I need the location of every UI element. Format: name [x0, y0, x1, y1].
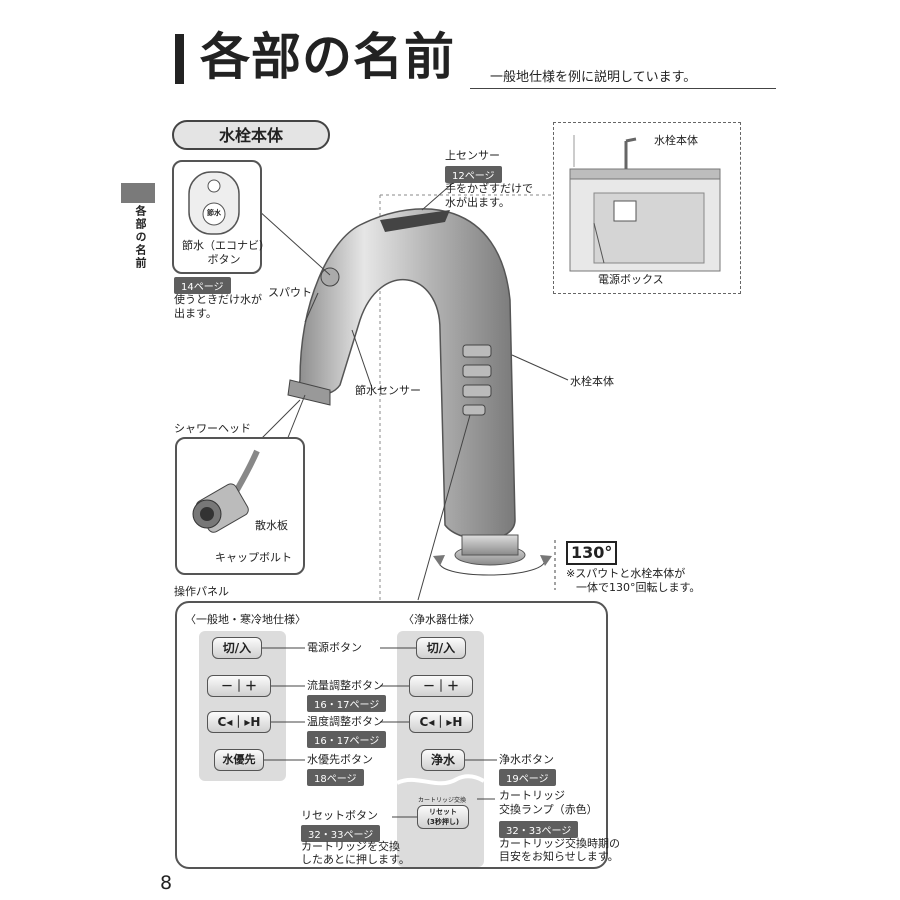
flow-page-ref: 16・17ページ — [307, 695, 387, 712]
cap-bolt-label: キャップボルト — [215, 551, 292, 564]
upper-sensor-page-ref: 12ページ — [445, 166, 502, 183]
cartridge-lamp-label-2: 交換ランプ（赤色） — [499, 803, 598, 816]
cartridge-desc-2: 目安をお知らせします。 — [499, 850, 619, 863]
title-divider — [470, 88, 776, 89]
shower-head-illustration — [192, 449, 260, 533]
eco-button-label-2: ボタン — [207, 253, 241, 266]
rotation-note-1: ※スパウトと水栓本体が — [566, 567, 686, 580]
right-spec-label: 〈浄水器仕様〉 — [403, 613, 480, 626]
installation-inset: 水栓本体 電源ボックス — [553, 122, 741, 294]
eco-button-label-1: 節水（エコナビ） — [182, 239, 270, 252]
panel-title: 操作パネル — [174, 585, 229, 598]
purifier-flow-button[interactable]: －｜＋ — [409, 675, 473, 697]
flow-button-label: 流量調整ボタン — [307, 679, 384, 692]
upper-sensor-desc-1: 手をかざすだけで — [445, 182, 533, 195]
temp-button-label: 温度調整ボタン — [307, 715, 384, 728]
purify-page-ref: 19ページ — [499, 769, 556, 786]
eco-button-callout: 節水 節水（エコナビ） ボタン — [172, 160, 270, 274]
operation-panel: 〈一般地・寒冷地仕様〉 〈浄水器仕様〉 切/入 －｜＋ C◂｜▸H 水優先 切/… — [175, 601, 620, 869]
inset-faucet-label: 水栓本体 — [654, 134, 698, 147]
eco-button-desc-1: 使うときだけ水が — [174, 293, 262, 306]
panel-wave-divider — [397, 774, 484, 786]
reset-desc-2: したあとに押します。 — [301, 853, 410, 866]
eco-icon-text: 節水 — [207, 209, 221, 217]
reset-page-ref: 32・33ページ — [301, 825, 381, 842]
eco-button-desc-2: 出ます。 — [174, 307, 217, 320]
eco-button-page-ref: 14ページ — [174, 277, 231, 294]
reset-desc-1: カートリッジを交換 — [301, 840, 400, 853]
faucet-body-shape — [287, 208, 526, 566]
rotation-degree: 130° — [566, 541, 618, 565]
section-heading: 水栓本体 — [172, 120, 330, 150]
side-tab-marker — [121, 183, 155, 203]
priority-page-ref: 18ページ — [307, 769, 364, 786]
purify-button[interactable]: 浄水 — [421, 749, 465, 771]
power-button-label: 電源ボタン — [307, 641, 362, 654]
panel-leaders — [262, 647, 497, 818]
temp-adjust-button[interactable]: C◂｜▸H — [207, 711, 271, 733]
page-title: 各部の名前 — [200, 28, 455, 86]
spray-plate-label: 散水板 — [255, 519, 288, 532]
upper-sensor-desc-2: 水が出ます。 — [445, 196, 510, 209]
title-bar-mark — [175, 34, 184, 84]
faucet-body-label: 水栓本体 — [570, 375, 614, 388]
side-tab-label: 各部の名前 — [134, 205, 147, 270]
water-priority-button[interactable]: 水優先 — [214, 749, 264, 771]
upper-sensor-label: 上センサー — [445, 149, 500, 162]
reset-button-title: リセットボタン — [301, 809, 378, 822]
flow-adjust-button[interactable]: －｜＋ — [207, 675, 271, 697]
rotation-note-2: 一体で130°回転します。 — [576, 581, 701, 594]
eco-button-icon — [188, 171, 240, 235]
cartridge-desc-1: カートリッジ交換時期の — [499, 837, 620, 850]
reset-button-sub: (3秒押し) — [426, 818, 460, 826]
cartridge-lamp: カートリッジ交換 — [417, 797, 466, 804]
cartridge-lamp-label-1: カートリッジ — [499, 789, 565, 802]
installation-illustration — [569, 135, 721, 272]
page-number: 8 — [160, 872, 173, 894]
cartridge-page-ref: 32・33ページ — [499, 821, 579, 838]
water-sensor-label: 節水センサー — [355, 384, 421, 397]
power-button[interactable]: 切/入 — [212, 637, 262, 659]
shower-head-callout: 散水板 キャップボルト — [175, 437, 305, 575]
purify-button-label: 浄水ボタン — [499, 753, 554, 766]
priority-button-label: 水優先ボタン — [307, 753, 373, 766]
shower-head-title: シャワーヘッド — [174, 422, 251, 435]
inset-box-label: 電源ボックス — [598, 273, 664, 286]
page-subtitle: 一般地仕様を例に説明しています。 — [490, 70, 697, 85]
reset-button[interactable]: リセット (3秒押し) — [417, 805, 469, 829]
left-spec-label: 〈一般地・寒冷地仕様〉 — [185, 613, 306, 626]
spout-label: スパウト — [268, 286, 312, 299]
temp-page-ref: 16・17ページ — [307, 731, 387, 748]
purifier-temp-button[interactable]: C◂｜▸H — [409, 711, 473, 733]
reset-button-label: リセット — [429, 808, 457, 816]
purifier-power-button[interactable]: 切/入 — [416, 637, 466, 659]
